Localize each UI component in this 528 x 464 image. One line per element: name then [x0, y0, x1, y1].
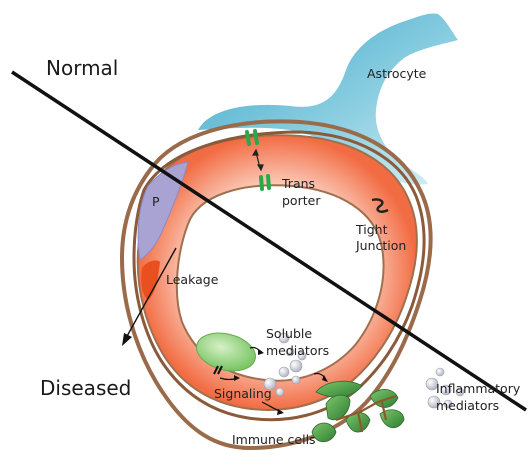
tight-junction-label-line2: Junction [356, 238, 406, 253]
pericyte-label: P [152, 194, 160, 209]
tight-junction-label-line1: Tight [356, 222, 387, 237]
leakage-label: Leakage [166, 272, 218, 287]
diseased-label: Diseased [40, 376, 131, 400]
soluble-mediators-label-line2: mediators [266, 343, 329, 358]
soluble-mediators-label-line1: Soluble [266, 326, 312, 341]
immune-cells-label: Immune cells [232, 432, 316, 447]
transporter-label-line1: Trans [282, 176, 315, 191]
inflammatory-mediators-label-line2: mediators [436, 398, 499, 413]
normal-label: Normal [46, 56, 118, 80]
inflammatory-mediators-label-line1: Inflammatory [436, 381, 520, 396]
transporter-label-line2: porter [282, 193, 320, 208]
astrocyte-label: Astrocyte [367, 66, 426, 81]
signaling-label: Signaling [214, 386, 272, 401]
